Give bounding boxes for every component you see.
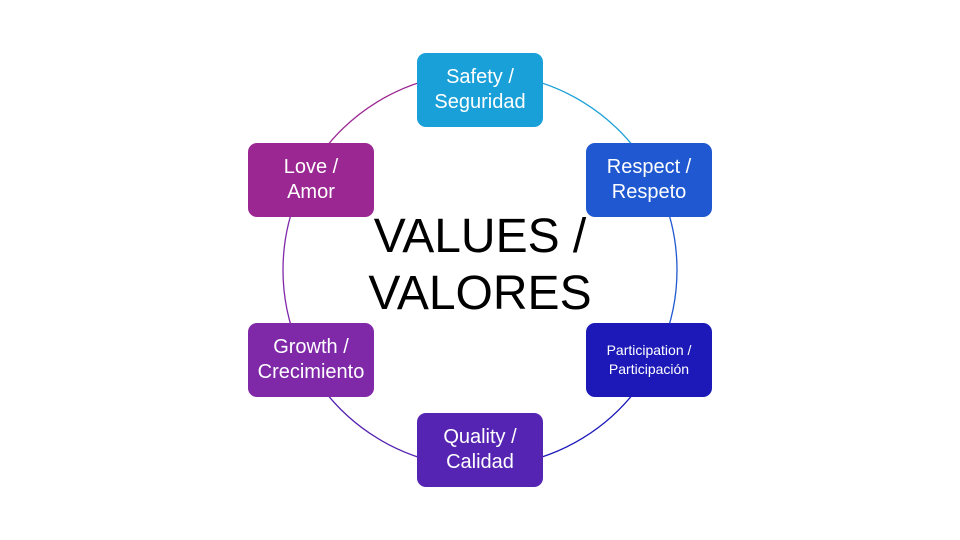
node-love: Love / Amor [248, 143, 374, 217]
node-participation: Participation / Participación [586, 323, 712, 397]
node-respect-line1: Respect / [606, 156, 692, 178]
center-title-line2: VALORES [368, 267, 592, 320]
node-growth-line1: Growth / [273, 336, 349, 358]
node-growth-line2: Crecimiento [257, 361, 365, 383]
node-respect: Respect / Respeto [586, 143, 712, 217]
node-safety-line1: Safety / [446, 66, 514, 88]
node-participation-line2: Participación [608, 361, 690, 377]
center-title-line1: VALUES / [373, 210, 587, 263]
node-quality-line1: Quality / [443, 426, 517, 448]
node-safety: Safety / Seguridad [417, 53, 543, 127]
node-love-line2: Amor [287, 181, 335, 203]
node-safety-line2: Seguridad [434, 91, 526, 113]
center-title: VALUES / VALORES [330, 208, 630, 322]
node-participation-line1: Participation / [606, 342, 692, 358]
node-growth: Growth / Crecimiento [248, 323, 374, 397]
node-love-line1: Love / [283, 156, 339, 178]
node-quality-line2: Calidad [446, 451, 514, 473]
node-quality: Quality / Calidad [417, 413, 543, 487]
node-respect-line2: Respeto [611, 181, 687, 203]
